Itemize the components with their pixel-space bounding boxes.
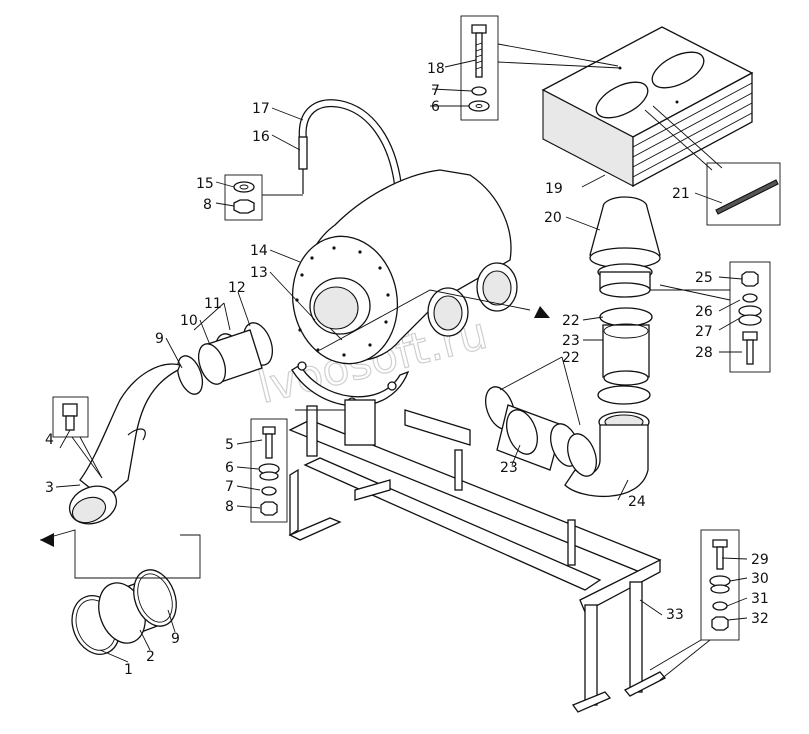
label-8b: 8 (225, 499, 234, 515)
label-8: 8 (203, 197, 212, 213)
fastener-kit-15-8 (224, 174, 263, 221)
label-2: 2 (146, 649, 155, 665)
lower-hose-1-2-9 (71, 569, 177, 655)
air-filter-housing-14 (291, 169, 518, 365)
pre-cleaner-20 (589, 196, 661, 298)
label-16: 16 (252, 129, 270, 145)
label-17: 17 (252, 101, 270, 117)
fastener-kit-29-32 (700, 529, 740, 641)
label-15: 15 (196, 176, 214, 192)
label-7: 7 (431, 83, 440, 99)
fastener-kit-25-28 (729, 261, 771, 373)
leader-lines (55, 59, 748, 663)
label-13: 13 (250, 265, 268, 281)
label-19: 19 (545, 181, 563, 197)
label-5: 5 (225, 437, 234, 453)
label-14: 14 (250, 243, 268, 259)
strap-16-17 (298, 99, 402, 245)
label-3: 3 (45, 480, 54, 496)
label-6b: 6 (225, 460, 234, 476)
label-28: 28 (695, 345, 713, 361)
label-23: 23 (562, 333, 580, 349)
label-9: 9 (155, 331, 164, 347)
label-23b: 23 (500, 460, 518, 476)
label-26: 26 (695, 304, 713, 320)
label-18: 18 (427, 61, 445, 77)
label-6: 6 (431, 99, 440, 115)
label-10: 10 (180, 313, 198, 329)
label-11: 11 (204, 296, 222, 312)
label-9b: 9 (171, 631, 180, 647)
stand-frame-33 (288, 399, 667, 713)
label-7b: 7 (225, 479, 234, 495)
gasket-21 (706, 162, 781, 226)
label-25: 25 (695, 270, 713, 286)
elbow-24 (564, 424, 649, 498)
label-4: 4 (45, 432, 54, 448)
label-30: 30 (751, 571, 769, 587)
label-32: 32 (751, 611, 769, 627)
panel-19 (541, 26, 754, 188)
label-27: 27 (695, 324, 713, 340)
label-33: 33 (666, 607, 684, 623)
label-1: 1 (124, 662, 133, 678)
intake-hose-9-10-11-12 (68, 322, 273, 525)
label-12: 12 (228, 280, 246, 296)
label-31: 31 (751, 591, 769, 607)
label-24: 24 (628, 494, 646, 510)
label-22b: 22 (562, 350, 580, 366)
label-22: 22 (562, 313, 580, 329)
hose-22-23-horizontal (485, 386, 597, 477)
fastener-kit-5-8 (250, 418, 288, 523)
hose-22-23-vertical (597, 307, 653, 433)
fastener-kit-top (460, 15, 499, 121)
label-21: 21 (672, 186, 690, 202)
sensor-4 (52, 396, 89, 438)
label-20: 20 (544, 210, 562, 226)
label-29: 29 (751, 552, 769, 568)
